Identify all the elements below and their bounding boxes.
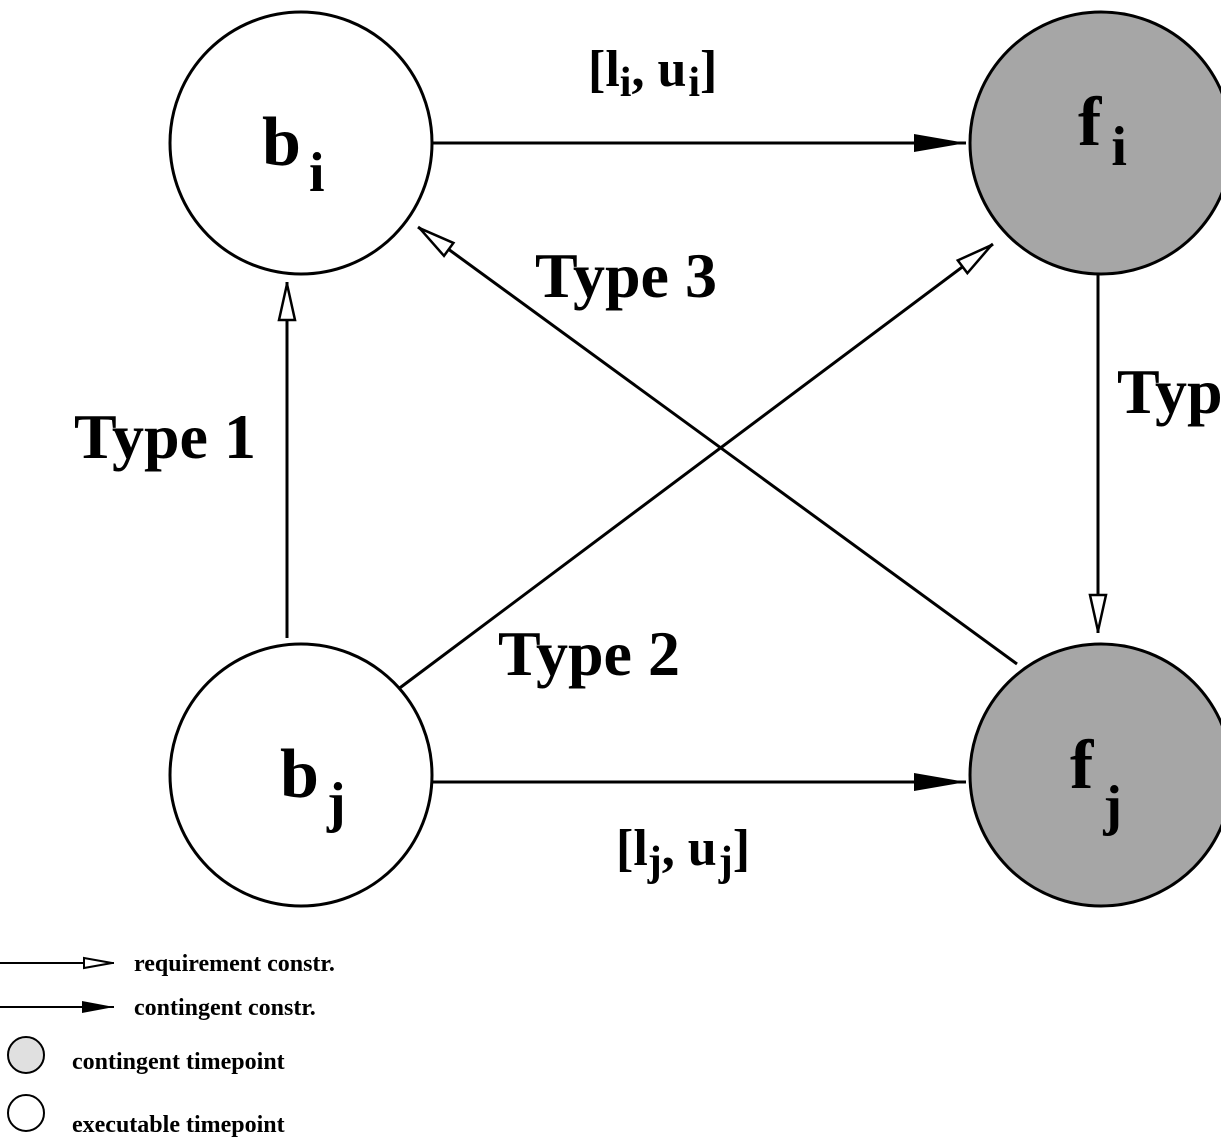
legend-requirement-label: requirement constr. [134, 951, 335, 977]
type1-label: Type 1 [74, 401, 256, 472]
node-fi [968, 10, 1221, 276]
edge-type3-fj-bi [417, 225, 1018, 666]
legend-contingent-label: contingent constr. [134, 995, 316, 1021]
node-bi [168, 10, 434, 276]
legend-contingent-timepoint-circle [7, 1036, 45, 1074]
type2-label: Type 2 [498, 618, 680, 689]
node-bj [168, 642, 434, 908]
legend-executable-timepoint-label: executable timepoint [72, 1112, 285, 1137]
type4-label: Typ [1117, 356, 1221, 427]
range-label-j: [lj, uj] [616, 820, 750, 885]
node-fj-label: fj [1070, 727, 1122, 837]
edge-type2-bj-fi [396, 242, 994, 692]
legend-contingent-timepoint-label: contingent timepoint [72, 1049, 285, 1075]
node-fj [968, 642, 1221, 908]
legend-executable-timepoint-circle [7, 1094, 45, 1132]
range-label-i: [li, ui] [588, 41, 717, 106]
type3-label: Type 3 [535, 240, 717, 311]
